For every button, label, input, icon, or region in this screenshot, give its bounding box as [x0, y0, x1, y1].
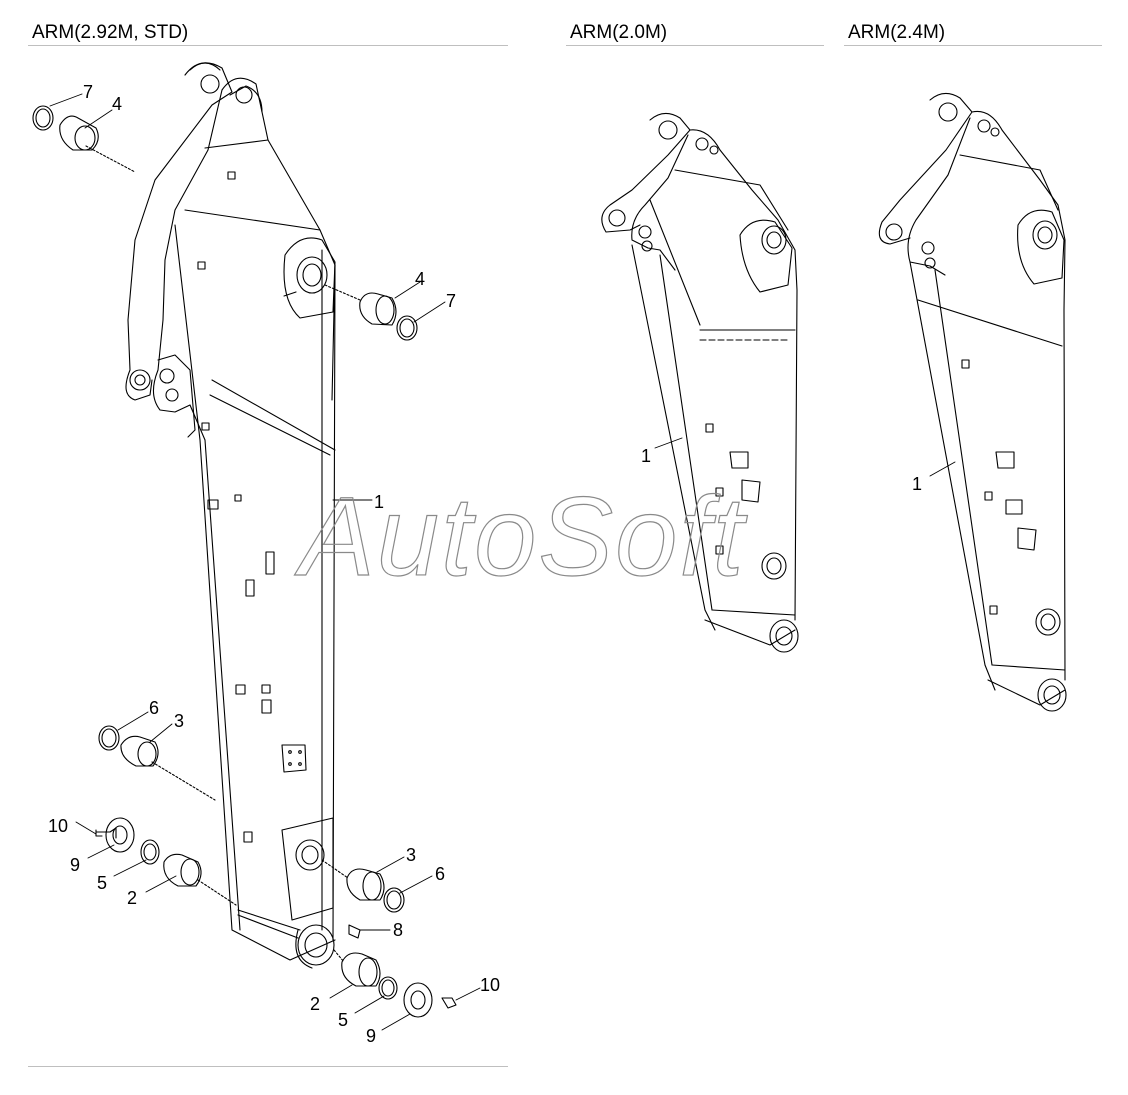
arm-2-92m-drawing — [32, 62, 457, 1018]
callout-5-left: 5 — [97, 873, 107, 893]
section-title-arm-2-92m: ARM(2.92M, STD) — [32, 22, 189, 43]
arm-2-0m-drawing — [601, 112, 799, 653]
section-rule-left — [28, 45, 508, 46]
callout-3-left: 3 — [174, 711, 184, 731]
callout-10-left: 10 — [48, 816, 68, 836]
section-rule-middle — [566, 45, 824, 46]
watermark: AutoSoft — [294, 474, 748, 599]
callout-4-top-left: 4 — [112, 94, 122, 114]
section-title-arm-2-4m: ARM(2.4M) — [848, 22, 946, 43]
callout-7-top-right: 7 — [446, 291, 456, 311]
callout-7-top-left: 7 — [83, 82, 93, 102]
callout-labels: 7 4 4 7 1 6 3 10 9 5 2 3 6 8 10 2 5 9 1 … — [48, 82, 922, 1046]
callout-1-left-arm: 1 — [374, 492, 384, 512]
arm-2-4m-drawing — [878, 92, 1067, 712]
section-title-arm-2-0m: ARM(2.0M) — [570, 22, 668, 43]
callout-8: 8 — [393, 920, 403, 940]
callout-leader-middle — [654, 437, 683, 449]
callout-1-middle-arm: 1 — [641, 446, 651, 466]
callout-9-right: 9 — [366, 1026, 376, 1046]
callout-1-right-arm: 1 — [912, 474, 922, 494]
callout-2-right: 2 — [310, 994, 320, 1014]
callout-5-right: 5 — [338, 1010, 348, 1030]
callout-4-top-right: 4 — [415, 269, 425, 289]
callout-leaders-left — [49, 93, 481, 1031]
callout-6-left: 6 — [149, 698, 159, 718]
section-rule-bottom — [28, 1066, 508, 1067]
callout-10-right: 10 — [480, 975, 500, 995]
callout-3-right: 3 — [406, 845, 416, 865]
section-rule-right — [844, 45, 1102, 46]
callout-2-left: 2 — [127, 888, 137, 908]
callout-9-left: 9 — [70, 855, 80, 875]
callout-leader-right — [929, 461, 956, 477]
callout-6-right: 6 — [435, 864, 445, 884]
